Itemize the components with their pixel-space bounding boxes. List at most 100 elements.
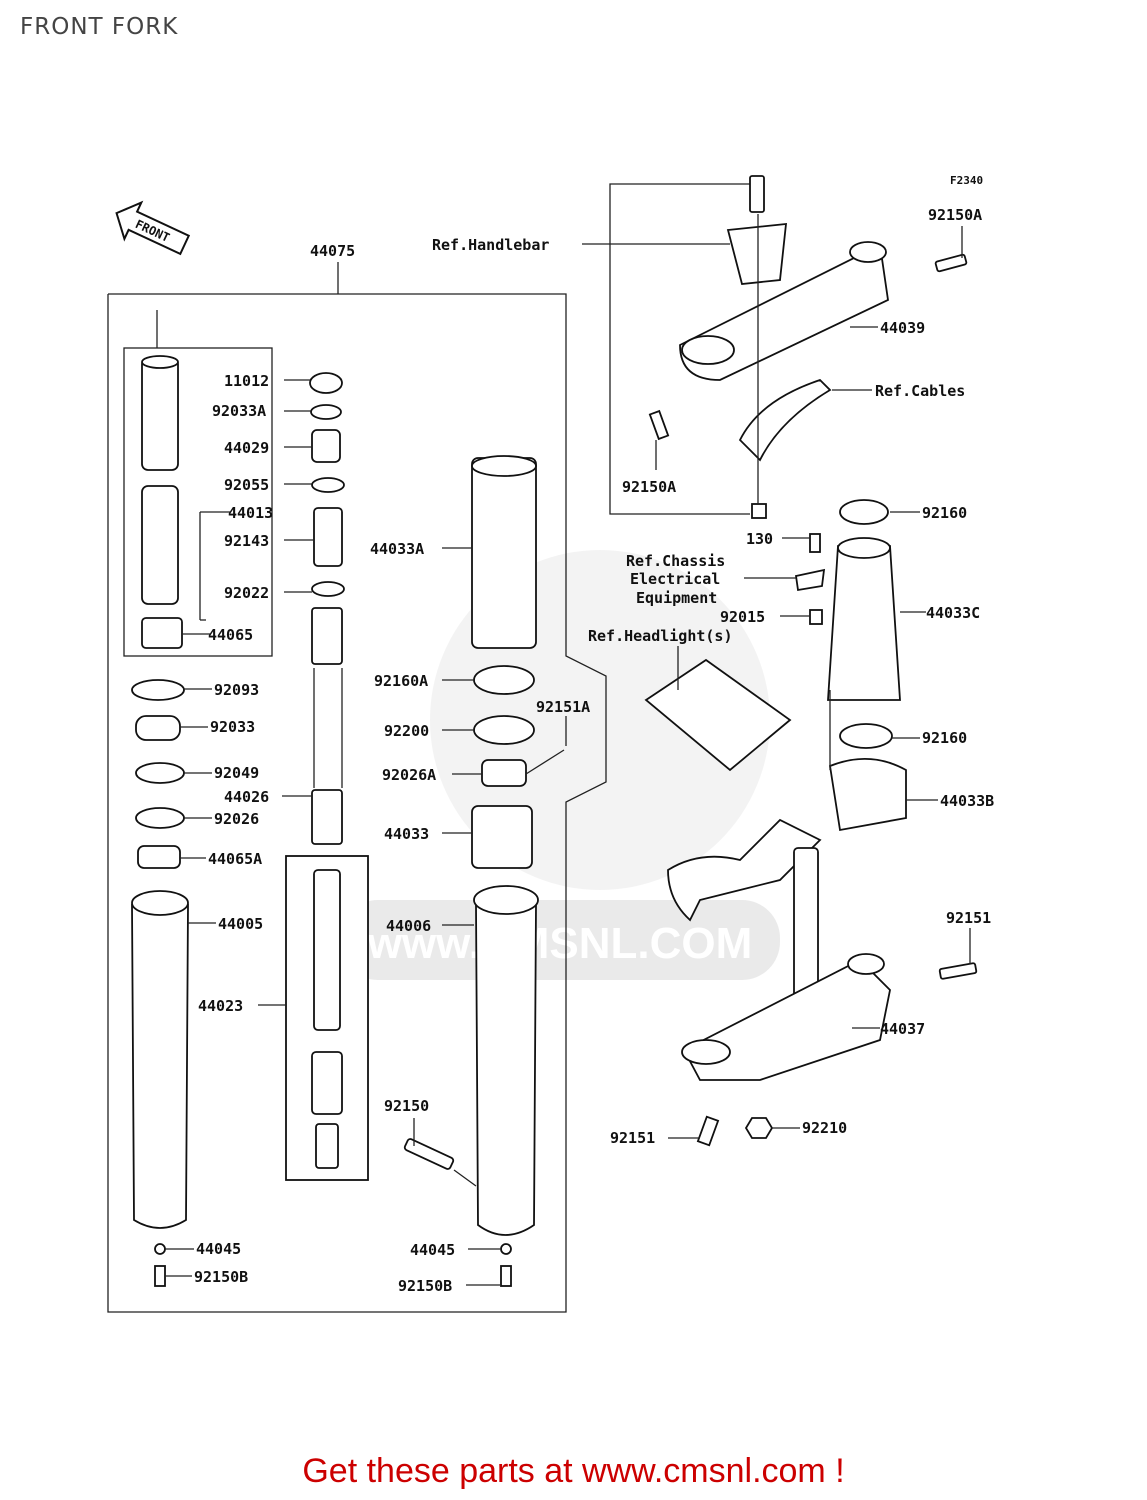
part-92150 <box>403 1138 455 1170</box>
label-44005: 44005 <box>218 915 263 933</box>
handlebar-bracket-line <box>609 183 756 515</box>
part-92055 <box>311 477 345 493</box>
label-92200: 92200 <box>384 722 429 740</box>
label-ref-chassis-3: Equipment <box>636 589 717 607</box>
part-92026A <box>481 759 527 787</box>
label-92150A-top: 92150A <box>928 206 982 224</box>
label-44037: 44037 <box>880 1020 925 1038</box>
page-title: FRONT FORK <box>20 14 179 40</box>
label-44023: 44023 <box>198 997 243 1015</box>
part-92015 <box>809 609 823 625</box>
part-92160-top <box>839 499 889 525</box>
part-92160-bottom <box>839 723 893 749</box>
part-44065A <box>137 845 181 869</box>
label-ref-headlight: Ref.Headlight(s) <box>588 627 733 645</box>
label-44033: 44033 <box>384 825 429 843</box>
part-92026 <box>135 807 185 829</box>
footer-link-text[interactable]: Get these parts at www.cmsnl.com ! <box>302 1452 845 1490</box>
label-44006: 44006 <box>386 917 431 935</box>
label-44045-right: 44045 <box>410 1241 455 1259</box>
part-bolt-top <box>749 175 765 213</box>
part-44033B <box>829 758 907 832</box>
part-44045-right <box>500 1243 512 1255</box>
part-92033A <box>310 404 342 420</box>
label-44075: 44075 <box>310 242 355 260</box>
part-92210 <box>744 1117 774 1139</box>
part-92151-bottom <box>696 1115 720 1147</box>
part-44005-outer-tube <box>131 904 189 1229</box>
label-ref-chassis-2: Electrical <box>630 570 720 588</box>
label-92160-bottom: 92160 <box>922 729 967 747</box>
label-92022: 92022 <box>224 584 269 602</box>
label-92093: 92093 <box>214 681 259 699</box>
part-44029 <box>311 429 341 463</box>
label-11012: 11012 <box>224 372 269 390</box>
label-ref-handlebar: Ref.Handlebar <box>432 236 549 254</box>
part-92022 <box>311 581 345 597</box>
label-44039: 44039 <box>880 319 925 337</box>
part-upper-tube <box>141 357 179 471</box>
part-lower-bracket <box>667 818 822 922</box>
assembly-box-44075 <box>107 293 607 1313</box>
part-cable-guide <box>738 378 832 462</box>
label-92055: 92055 <box>224 476 269 494</box>
figure-code: F2340 <box>950 174 983 187</box>
label-92150B-left: 92150B <box>194 1268 248 1286</box>
label-92151-bottom: 92151 <box>610 1129 655 1147</box>
label-44029: 44029 <box>224 439 269 457</box>
label-92160A: 92160A <box>374 672 428 690</box>
watermark-text: www.CMSNL.COM <box>367 919 753 968</box>
part-spring-upper <box>311 607 343 665</box>
label-ref-chassis-1: Ref.Chassis <box>626 552 725 570</box>
part-92150B-right <box>500 1265 512 1287</box>
label-92015: 92015 <box>720 608 765 626</box>
part-92093 <box>131 679 185 701</box>
label-92150: 92150 <box>384 1097 429 1115</box>
part-92150A-bottom <box>648 409 670 441</box>
label-44065A: 44065A <box>208 850 262 868</box>
part-44033A <box>471 457 537 649</box>
part-44033C <box>827 545 901 701</box>
part-92049 <box>135 762 185 784</box>
group-box-44013 <box>123 347 273 657</box>
watermark: www.CMSNL.COM <box>340 550 780 980</box>
label-92150B-right: 92150B <box>398 1277 452 1295</box>
label-92033: 92033 <box>210 718 255 736</box>
part-44045-left <box>154 1243 166 1255</box>
label-44033B: 44033B <box>940 792 994 810</box>
label-130: 130 <box>746 530 773 548</box>
part-chassis-bracket <box>794 568 826 592</box>
label-44045-left: 44045 <box>196 1240 241 1258</box>
label-92151-top: 92151 <box>946 909 991 927</box>
part-44026-spring <box>311 789 343 845</box>
label-92049: 92049 <box>214 764 259 782</box>
part-44006-outer-tube <box>475 904 537 1236</box>
label-ref-cables: Ref.Cables <box>875 382 965 400</box>
label-92026A: 92026A <box>382 766 436 784</box>
part-92160A <box>473 665 535 695</box>
part-headlight-bracket <box>644 658 792 772</box>
label-92033A: 92033A <box>212 402 266 420</box>
part-44013-tube <box>141 485 179 605</box>
label-92151A: 92151A <box>536 698 590 716</box>
part-92150A-top <box>934 253 968 273</box>
label-44033A: 44033A <box>370 540 424 558</box>
part-92150B-left <box>154 1265 166 1287</box>
label-44026: 44026 <box>224 788 269 806</box>
label-92150A-bottom: 92150A <box>622 478 676 496</box>
part-44033 <box>471 805 533 869</box>
part-11012 <box>309 372 343 394</box>
label-44013: 44013 <box>228 504 273 522</box>
label-92026: 92026 <box>214 810 259 828</box>
label-44065: 44065 <box>208 626 253 644</box>
part-44023-rod <box>313 869 341 1031</box>
part-130 <box>809 533 821 553</box>
part-92143 <box>313 507 343 567</box>
part-92200 <box>473 715 535 745</box>
front-arrow-icon: FRONT <box>115 200 191 256</box>
front-fork-diagram: www.CMSNL.COM F2340 FRONT 44075 <box>107 174 994 1313</box>
part-handlebar-holder <box>726 222 788 285</box>
part-44065 <box>141 617 183 649</box>
part-92151-top <box>938 962 978 980</box>
label-92143: 92143 <box>224 532 269 550</box>
